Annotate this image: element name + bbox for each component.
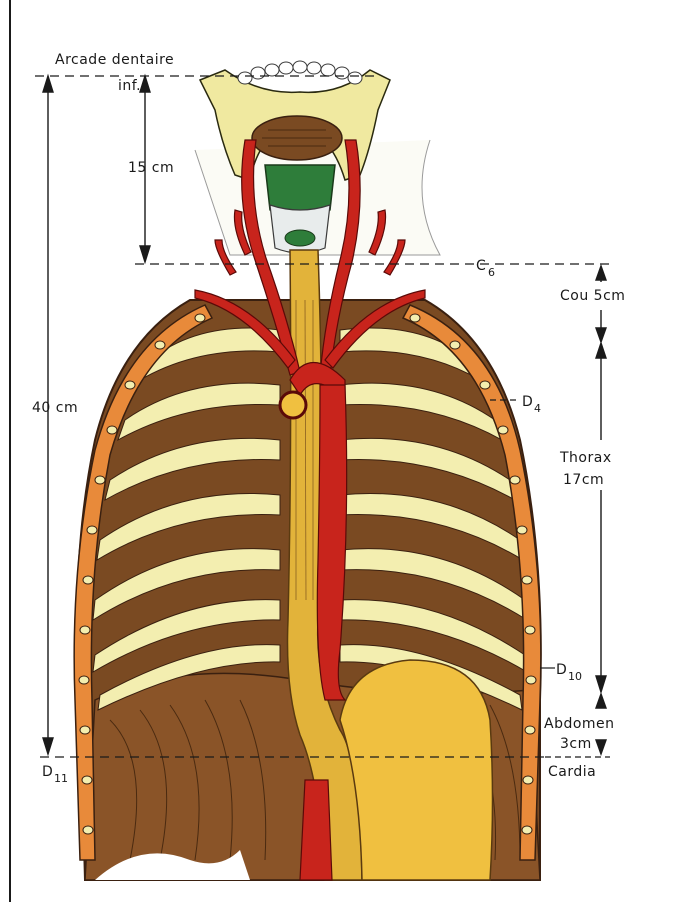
label-abdomen: Abdomen bbox=[544, 716, 615, 732]
label-d10: D bbox=[556, 662, 567, 678]
label-d4: D bbox=[522, 394, 533, 410]
label-thorax: Thorax bbox=[559, 450, 612, 466]
aortic-root-ring bbox=[280, 392, 306, 418]
stomach bbox=[340, 660, 493, 880]
label-cardia: Cardia bbox=[548, 764, 596, 780]
label-40cm: 40 cm bbox=[32, 400, 78, 416]
label-c6: C bbox=[476, 258, 486, 274]
abdominal-aorta bbox=[300, 780, 332, 880]
label-c6-sub: 6 bbox=[488, 266, 495, 279]
label-d11-sub: 11 bbox=[54, 772, 68, 785]
arrow-cou bbox=[596, 266, 606, 342]
label-d10-sub: 10 bbox=[568, 670, 582, 683]
lower-teeth bbox=[238, 61, 362, 84]
label-abdomen-size: 3cm bbox=[560, 736, 592, 752]
arrow-thorax bbox=[596, 343, 606, 692]
label-thorax-size: 17cm bbox=[563, 472, 604, 488]
label-arcade-line1: Arcade dentaire bbox=[55, 52, 174, 68]
glottis bbox=[285, 230, 315, 246]
neck-region bbox=[195, 61, 440, 255]
label-d11: D bbox=[42, 764, 53, 780]
label-cou: Cou 5cm bbox=[560, 288, 625, 304]
label-arcade-line2: inf. bbox=[118, 78, 141, 94]
label-d4-sub: 4 bbox=[534, 402, 541, 415]
label-15cm: 15 cm bbox=[128, 160, 174, 176]
